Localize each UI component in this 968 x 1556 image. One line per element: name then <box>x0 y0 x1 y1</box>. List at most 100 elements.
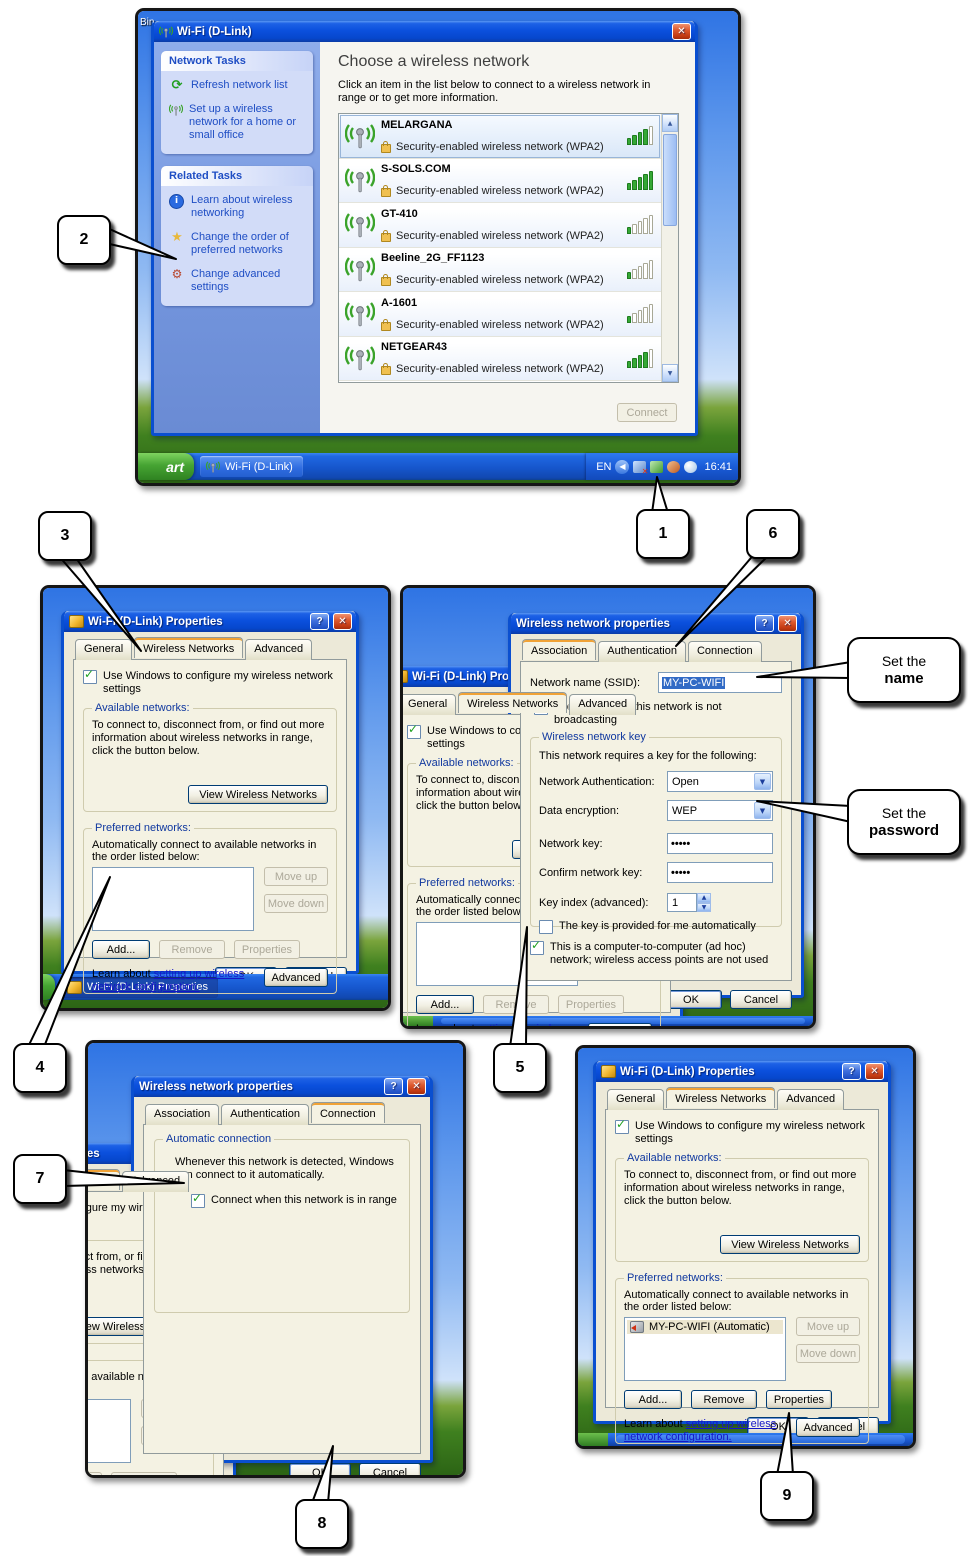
tab-authentication[interactable]: Authentication <box>221 1104 309 1125</box>
preferred-network-item[interactable]: MY-PC-WIFI (Automatic) <box>627 1320 783 1334</box>
help-button[interactable]: ? <box>384 1078 403 1095</box>
add-button[interactable]: Add... <box>92 940 150 959</box>
use-windows-checkbox[interactable] <box>83 668 97 684</box>
dialog-titlebar[interactable]: Wi-Fi (D-Link) Properties ? ✕ <box>596 1061 888 1082</box>
advanced-button[interactable]: Advanced <box>796 1418 860 1437</box>
view-wireless-networks-button[interactable]: View Wireless Networks <box>188 785 328 804</box>
tab-wireless-networks[interactable]: Wireless Networks <box>134 637 244 658</box>
dialog-titlebar[interactable]: Wireless network properties ? ✕ <box>134 1076 430 1097</box>
task-learn-about-wireless[interactable]: i Learn about wireless networking <box>169 194 307 220</box>
chevron-down-icon[interactable]: ▼ <box>754 802 771 819</box>
tab-advanced[interactable]: Advanced <box>569 694 637 715</box>
scrollbar-thumb[interactable] <box>663 134 677 226</box>
key-index-stepper[interactable]: 1 ▲▼ <box>667 893 711 912</box>
volume-icon[interactable] <box>667 460 681 473</box>
preferred-networks-list[interactable]: MY-PC-WIFI (Automatic) <box>88 1399 131 1463</box>
move-up-button[interactable]: Move up <box>264 867 328 886</box>
preferred-networks-list[interactable]: MY-PC-WIFI (Automatic) <box>624 1317 786 1381</box>
messenger-icon[interactable] <box>684 460 698 473</box>
tab-general[interactable]: General <box>75 639 133 660</box>
use-windows-checkbox[interactable] <box>615 1118 629 1134</box>
tab-connection[interactable]: Connection <box>687 641 762 662</box>
network-list-item[interactable]: MELARGANA Security-enabled wireless netw… <box>339 114 661 159</box>
move-down-button[interactable]: Move down <box>796 1344 860 1363</box>
advanced-button[interactable]: Advanced <box>588 1023 652 1026</box>
help-button[interactable]: ? <box>310 613 329 630</box>
tab-wireless-networks[interactable]: Wireless Networks <box>458 692 568 713</box>
language-indicator[interactable]: EN <box>596 460 612 473</box>
properties-button[interactable]: Properties <box>234 940 300 959</box>
add-button[interactable]: Add... <box>624 1390 682 1409</box>
tab-association[interactable]: Association <box>145 1104 220 1125</box>
chevron-down-icon[interactable]: ▼ <box>754 773 771 790</box>
task-setup-wireless-network[interactable]: Set up a wireless network for a home or … <box>169 103 307 142</box>
tab-association[interactable]: Association <box>522 639 597 660</box>
preferred-networks-list[interactable]: MY-PC-WIFI (Automatic) <box>92 867 254 931</box>
properties-button[interactable]: Properties <box>111 1472 177 1475</box>
close-icon[interactable]: ✕ <box>778 615 797 632</box>
tab-advanced[interactable]: Advanced <box>122 1171 190 1192</box>
remove-button[interactable]: Remove <box>483 995 549 1014</box>
setup-wireless-link[interactable]: setting up wireless network configuratio… <box>92 968 245 993</box>
network-key-input[interactable]: ••••• <box>667 833 773 854</box>
dialog-titlebar[interactable]: Wi-Fi (D-Link) Properties ? ✕ <box>64 611 356 632</box>
network-list-item[interactable]: Beeline_2G_FF1123 Security-enabled wirel… <box>339 247 661 292</box>
network-list-item[interactable]: NETGEAR43 Security-enabled wireless netw… <box>339 336 661 381</box>
tab-general[interactable]: General <box>607 1089 665 1110</box>
tab-advanced[interactable]: Advanced <box>777 1089 845 1110</box>
wireless-signal-icon[interactable] <box>650 460 664 473</box>
task-refresh-network-list[interactable]: ⟳ Refresh network list <box>169 79 307 92</box>
close-icon[interactable]: ✕ <box>333 613 352 630</box>
use-windows-checkbox[interactable] <box>407 723 421 739</box>
move-down-button[interactable]: Move down <box>264 894 328 913</box>
tab-wireless-networks[interactable]: Wireless Networks <box>666 1087 776 1108</box>
close-icon[interactable]: ✕ <box>672 23 691 40</box>
advanced-button[interactable]: Advanced <box>264 968 328 987</box>
spin-up-icon[interactable]: ▲ <box>697 893 711 903</box>
tab-advanced[interactable]: Advanced <box>245 639 313 660</box>
dialog-titlebar[interactable]: Wireless network properties ? ✕ <box>511 613 801 634</box>
remove-button[interactable]: Remove <box>159 940 225 959</box>
add-button[interactable]: Add... <box>416 995 474 1014</box>
connect-button[interactable]: Connect <box>617 403 677 422</box>
ssid-input[interactable]: MY-PC-WIFI <box>658 672 782 693</box>
window-titlebar[interactable]: Wi-Fi (D-Link) ✕ <box>154 21 695 42</box>
ok-button[interactable]: OK <box>660 990 722 1009</box>
setup-wireless-link[interactable]: setting up wireless network configuratio… <box>624 1418 777 1443</box>
properties-button[interactable]: Properties <box>558 995 624 1014</box>
close-icon[interactable]: ✕ <box>407 1078 426 1095</box>
scrollbar[interactable]: ▲ ▼ <box>661 114 678 382</box>
move-up-button[interactable]: Move up <box>796 1317 860 1336</box>
network-authentication-select[interactable]: Open▼ <box>667 771 773 792</box>
task-change-advanced-settings[interactable]: ⚙ Change advanced settings <box>169 268 307 294</box>
tab-connection[interactable]: Connection <box>310 1102 385 1123</box>
data-encryption-select[interactable]: WEP▼ <box>667 800 773 821</box>
spin-down-icon[interactable]: ▼ <box>697 902 711 912</box>
connect-in-range-checkbox[interactable] <box>191 1192 205 1208</box>
adhoc-checkbox[interactable] <box>530 939 544 955</box>
cancel-button[interactable]: Cancel <box>730 990 792 1009</box>
cancel-button[interactable]: Cancel <box>359 1463 421 1475</box>
ok-button[interactable]: OK <box>289 1463 351 1475</box>
start-button[interactable] <box>43 974 55 1000</box>
properties-button[interactable]: Properties <box>766 1390 832 1409</box>
tab-authentication[interactable]: Authentication <box>598 641 686 662</box>
close-icon[interactable]: ✕ <box>865 1063 884 1080</box>
tray-chevron-icon[interactable]: ◀ <box>615 459 630 474</box>
start-button[interactable]: art <box>138 453 194 480</box>
scroll-up-icon[interactable]: ▲ <box>662 114 678 132</box>
network-list-item[interactable]: A-1601 Security-enabled wireless network… <box>339 292 661 337</box>
task-change-preferred-order[interactable]: ★ Change the order of preferred networks <box>169 231 307 257</box>
remove-button[interactable]: Remove <box>88 1472 102 1475</box>
remove-button[interactable]: Remove <box>691 1390 757 1409</box>
confirm-key-input[interactable]: ••••• <box>667 862 773 883</box>
scroll-down-icon[interactable]: ▼ <box>662 364 678 382</box>
network-list-item[interactable]: S-SOLS.COM Security-enabled wireless net… <box>339 158 661 203</box>
network-list-item[interactable]: GT-410 Security-enabled wireless network… <box>339 203 661 248</box>
tab-wireless-networks[interactable]: Wireless Networks <box>88 1169 121 1190</box>
tab-general[interactable]: General <box>403 694 457 715</box>
view-wireless-networks-button[interactable]: View Wireless Networks <box>720 1235 860 1254</box>
network-disconnected-icon[interactable] <box>633 460 648 476</box>
help-button[interactable]: ? <box>755 615 774 632</box>
auto-key-checkbox[interactable] <box>539 920 553 934</box>
